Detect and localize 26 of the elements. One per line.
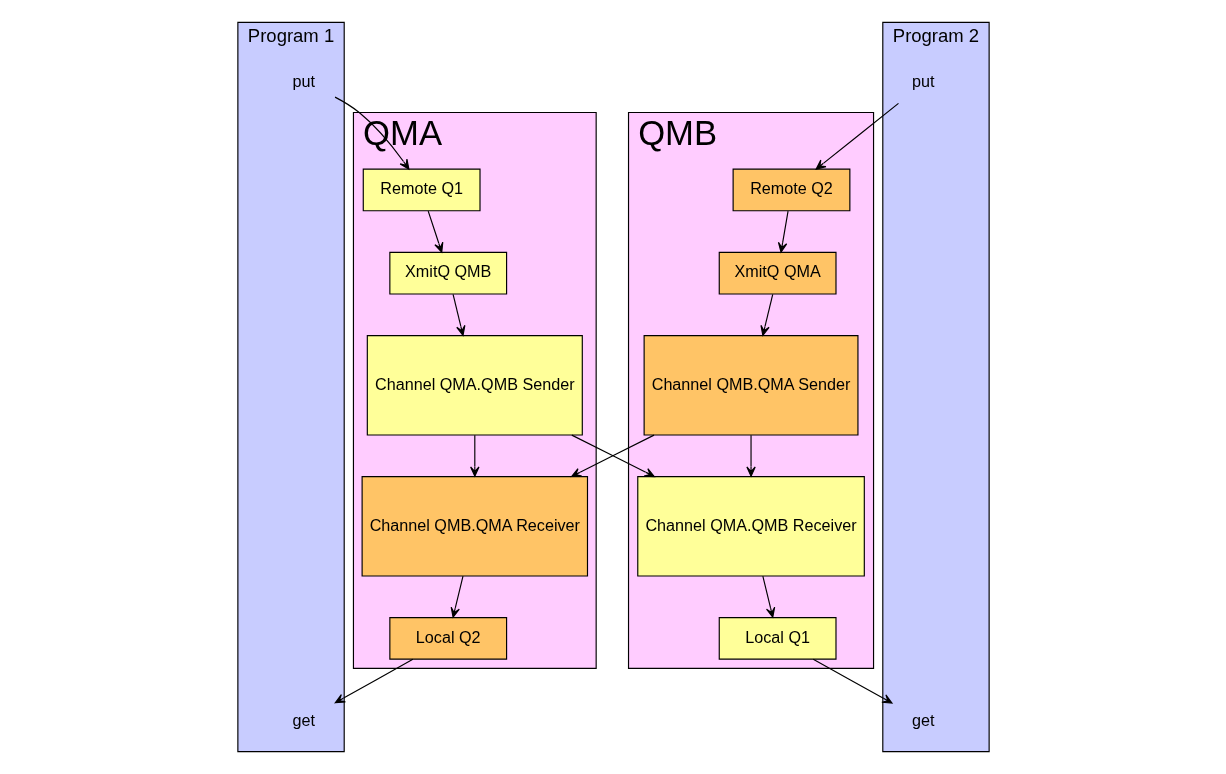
- node-box: Channel QMA.QMB Sender: [366, 335, 583, 436]
- arrow: [745, 434, 756, 477]
- arrow: [815, 102, 899, 170]
- node-box: XmitQ QMB: [388, 251, 507, 295]
- arrow: [759, 293, 773, 336]
- arrow: [812, 658, 893, 704]
- node-text: put: [911, 71, 934, 90]
- node-box: Channel QMB.QMA Receiver: [361, 476, 588, 577]
- node-box: Channel QMB.QMA Sender: [643, 335, 859, 436]
- arrow: [427, 210, 443, 253]
- arrow: [777, 210, 789, 253]
- node-box: Remote Q2: [732, 168, 850, 212]
- node-box: Local Q1: [718, 617, 837, 660]
- node-text: get: [292, 710, 315, 729]
- node-text: get: [911, 710, 934, 729]
- node-text: put: [292, 71, 315, 90]
- node-box: Local Q2: [388, 617, 507, 660]
- arrow: [761, 575, 775, 618]
- node-box: XmitQ QMA: [718, 251, 837, 295]
- arrow: [334, 658, 413, 704]
- node-box: Channel QMA.QMB Receiver: [636, 476, 865, 577]
- arrow: [452, 293, 465, 336]
- node-box: Remote Q1: [362, 168, 481, 212]
- arrow: [450, 575, 464, 618]
- arrow: [469, 434, 480, 477]
- arrow: [570, 434, 655, 478]
